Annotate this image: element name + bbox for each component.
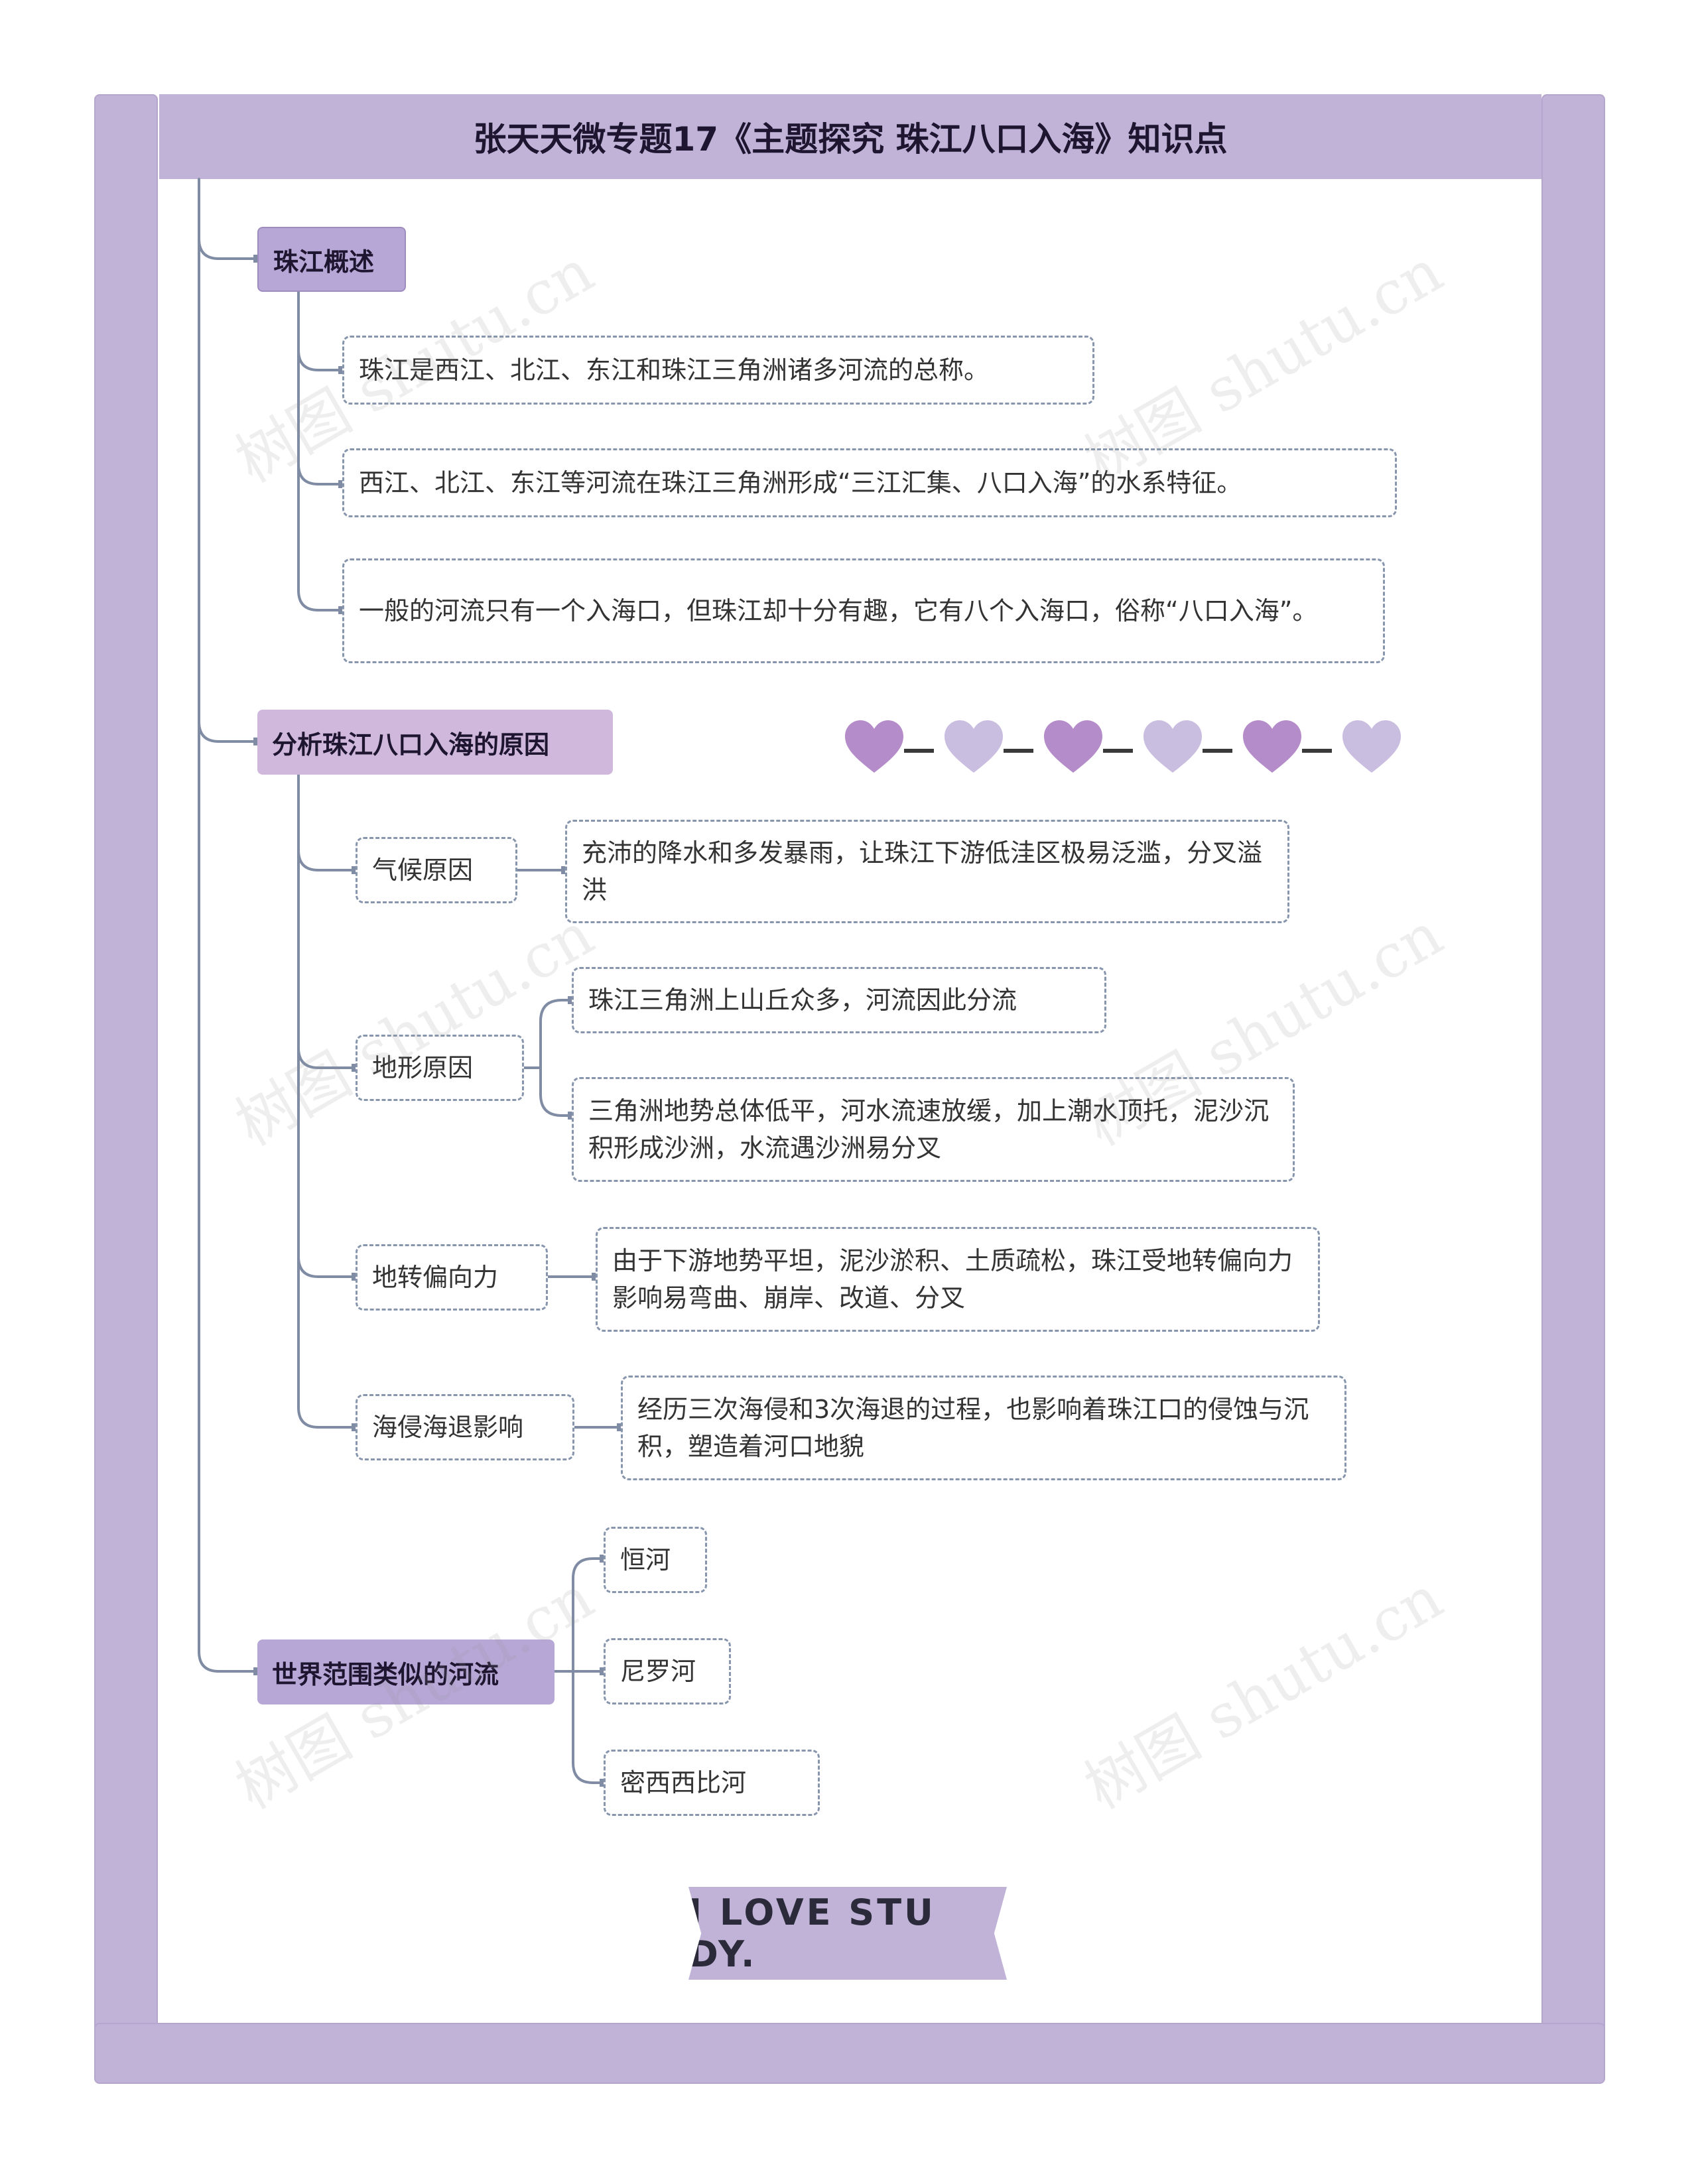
topic-label: 珠江概述	[273, 247, 375, 277]
frame-right-bar	[1541, 94, 1605, 2083]
reason-terrain-detail-2[interactable]: 三角洲地势总体低平，河水流速放缓，加上潮水顶托，泥沙沉积形成沙洲，水流遇沙洲易分…	[572, 1077, 1295, 1182]
node-text: 珠江是西江、北江、东江和珠江三角洲诸多河流的总称。	[359, 355, 990, 385]
reason-climate[interactable]: 气候原因	[356, 837, 517, 903]
node-text: 一般的河流只有一个入海口，但珠江却十分有趣，它有八个入海口，俗称“八口入海”。	[359, 596, 1318, 625]
reason-transgression[interactable]: 海侵海退影响	[356, 1394, 574, 1460]
banner-text: I LOVE STU DY.	[688, 1892, 936, 1975]
frame-top-bar	[159, 94, 1541, 179]
reason-terrain[interactable]: 地形原因	[356, 1035, 524, 1101]
heart-icon-6	[1342, 720, 1401, 773]
heart-icon-2	[945, 720, 1003, 773]
hearts-decoration	[845, 720, 1401, 773]
node-text: 地形原因	[372, 1053, 474, 1082]
heart-icon-3	[1044, 720, 1102, 773]
node-text: 地转偏向力	[372, 1263, 499, 1292]
node-text: 西江、北江、东江等河流在珠江三角洲形成“三江汇集、八口入海”的水系特征。	[359, 468, 1242, 497]
river-mississippi[interactable]: 密西西比河	[604, 1750, 820, 1816]
frame-bottom-bar	[94, 2023, 1605, 2084]
node-text: 珠江三角洲上山丘众多，河流因此分流	[588, 986, 1017, 1015]
topic-label: 世界范围类似的河流	[272, 1659, 499, 1689]
page-title: 张天天微专题17《主题探究 珠江八口入海》知识点	[473, 120, 1228, 159]
overview-item-3[interactable]: 一般的河流只有一个入海口，但珠江却十分有趣，它有八个入海口，俗称“八口入海”。	[342, 558, 1385, 663]
heart-icon-5	[1243, 720, 1301, 773]
river-ganges[interactable]: 恒河	[604, 1527, 707, 1593]
node-text: 海侵海退影响	[372, 1413, 524, 1442]
reason-terrain-detail-1[interactable]: 珠江三角洲上山丘众多，河流因此分流	[572, 967, 1106, 1033]
river-nile[interactable]: 尼罗河	[604, 1638, 731, 1704]
node-text: 经历三次海侵和3次海退的过程，也影响着珠江口的侵蚀与沉积，塑造着河口地貌	[637, 1395, 1309, 1461]
node-text: 尼罗河	[620, 1657, 696, 1686]
reason-transgression-detail[interactable]: 经历三次海侵和3次海退的过程，也影响着珠江口的侵蚀与沉积，塑造着河口地貌	[621, 1376, 1346, 1480]
node-text: 恒河	[620, 1545, 671, 1574]
reason-coriolis-detail[interactable]: 由于下游地势平坦，泥沙淤积、土质疏松，珠江受地转偏向力影响易弯曲、崩岸、改道、分…	[596, 1227, 1320, 1332]
node-text: 由于下游地势平坦，泥沙淤积、土质疏松，珠江受地转偏向力影响易弯曲、崩岸、改道、分…	[612, 1246, 1293, 1313]
frame-left-bar	[94, 94, 158, 2083]
overview-item-1[interactable]: 珠江是西江、北江、东江和珠江三角洲诸多河流的总称。	[342, 336, 1094, 405]
heart-icon-4	[1143, 720, 1202, 773]
node-text: 密西西比河	[620, 1768, 747, 1797]
overview-item-2[interactable]: 西江、北江、东江等河流在珠江三角洲形成“三江汇集、八口入海”的水系特征。	[342, 448, 1397, 517]
topic-overview[interactable]: 珠江概述	[257, 227, 406, 292]
reason-coriolis[interactable]: 地转偏向力	[356, 1244, 548, 1311]
topic-label: 分析珠江八口入海的原因	[272, 730, 550, 759]
node-text: 充沛的降水和多发暴雨，让珠江下游低洼区极易泛滥，分叉溢洪	[582, 838, 1263, 905]
topic-reasons[interactable]: 分析珠江八口入海的原因	[257, 710, 613, 775]
reason-climate-detail[interactable]: 充沛的降水和多发暴雨，让珠江下游低洼区极易泛滥，分叉溢洪	[565, 820, 1289, 923]
node-text: 三角洲地势总体低平，河水流速放缓，加上潮水顶托，泥沙沉积形成沙洲，水流遇沙洲易分…	[588, 1096, 1270, 1163]
heart-icon-1	[845, 720, 903, 773]
node-text: 气候原因	[372, 856, 474, 885]
topic-similar-rivers[interactable]: 世界范围类似的河流	[257, 1639, 555, 1704]
i-love-study-banner: I LOVE STU DY.	[688, 1887, 1007, 1980]
